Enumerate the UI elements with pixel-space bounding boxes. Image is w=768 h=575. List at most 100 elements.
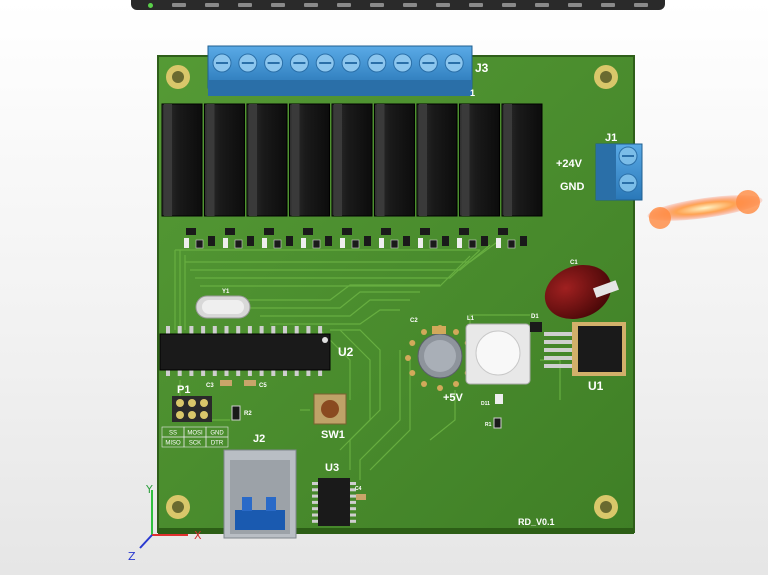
diode [208, 236, 215, 246]
ic-pin [312, 494, 318, 498]
j1-power-terminal[interactable]: J1 [595, 132, 643, 201]
c4-label: C4 [355, 486, 362, 492]
ic-pin [312, 507, 318, 511]
led [223, 238, 228, 248]
ic-pin [283, 326, 287, 334]
ic-pin [224, 326, 229, 334]
ic-pin [212, 370, 217, 376]
j3-pin1-label: 1 [470, 88, 475, 98]
c4-capacitor: C4 [355, 486, 366, 500]
resistor [468, 239, 477, 249]
ic-pin [177, 326, 182, 334]
relay-edge [376, 104, 385, 216]
y1-label: Y1 [222, 289, 230, 295]
diode [403, 236, 410, 246]
via-pad [437, 385, 443, 391]
ic-pin [177, 370, 182, 376]
header-pin [200, 399, 208, 407]
revision-label: RD_V0.1 [518, 517, 555, 527]
led [184, 238, 189, 248]
via-pad [405, 355, 411, 361]
via-pad [421, 329, 427, 336]
ic-pin [247, 326, 252, 334]
ic-pin [312, 500, 318, 504]
p1-pins [176, 399, 208, 419]
spi-cell-label: MOSI [187, 431, 203, 437]
spi-cell [205, 436, 229, 448]
transistor [303, 228, 313, 235]
ic-pin [350, 507, 356, 511]
led [457, 238, 462, 248]
d11-led: D11 [481, 394, 503, 407]
box-tool[interactable] [435, 3, 450, 7]
c3-label: C3 [206, 383, 214, 389]
diode [442, 236, 449, 246]
status-dot[interactable] [148, 2, 154, 8]
gnd-label: GND [560, 181, 585, 193]
ic-pin [166, 326, 170, 334]
d1-label: D1 [531, 314, 539, 320]
display-tool[interactable] [567, 3, 582, 7]
u2-microcontroller: U2 [159, 326, 354, 376]
config-tool[interactable] [534, 3, 549, 7]
u2-label: U2 [338, 345, 354, 359]
ic-pin [318, 370, 323, 376]
led [379, 238, 384, 248]
c5-label: C5 [259, 383, 267, 389]
view-tool[interactable] [172, 3, 187, 7]
pin-tool[interactable] [337, 3, 352, 7]
ic-pin [236, 370, 241, 376]
ic-pin [201, 326, 206, 334]
j2-usb-connector[interactable]: J2 [223, 433, 297, 539]
ic-pin [294, 326, 299, 334]
relay-edge [206, 104, 215, 216]
resistor [273, 239, 282, 249]
l1-inductor: L1 [465, 316, 531, 385]
via-pad [421, 380, 427, 387]
j3-screws [212, 53, 464, 73]
ic-pin [271, 370, 276, 376]
grid-tool[interactable] [238, 3, 253, 7]
axis-triad[interactable]: Y X Z [128, 483, 202, 563]
settings-tool[interactable] [600, 3, 615, 7]
transistor [264, 228, 274, 235]
ic-pin [166, 370, 170, 376]
led [262, 238, 267, 248]
j3-terminal-block[interactable]: J3 1 [207, 45, 489, 98]
measure-tool[interactable] [370, 3, 385, 7]
ic-pin [350, 494, 356, 498]
sw1-pushbutton[interactable]: SW1 [313, 393, 347, 441]
relay-edge [291, 104, 300, 216]
y1-crystal: Y1 [195, 289, 251, 319]
regulator-pin [544, 364, 572, 368]
layout-tool[interactable] [468, 3, 483, 7]
plus5v-label: +5V [443, 392, 464, 404]
select-tool[interactable] [271, 3, 286, 7]
diode [481, 236, 488, 246]
diode [520, 236, 527, 246]
more-tool[interactable] [633, 3, 648, 7]
slice-tool[interactable] [402, 3, 417, 7]
explode-tool[interactable] [501, 3, 516, 7]
orient-tool[interactable] [205, 3, 220, 7]
relay-edge [504, 104, 512, 216]
layers-tool[interactable] [304, 3, 319, 7]
axis-z-label: Z [128, 550, 136, 563]
u2-pins [166, 326, 323, 376]
resistor [312, 239, 321, 249]
header-pin [200, 411, 208, 419]
ic-pin [259, 326, 264, 334]
ic-pin [201, 370, 206, 376]
ic-pin [294, 370, 299, 376]
top-toolbar [131, 0, 665, 10]
ic-pin [259, 370, 264, 376]
regulator-pin [544, 332, 572, 336]
ic-pin [350, 488, 356, 492]
u3-chip: U3 [312, 462, 356, 526]
ic-pin [271, 326, 276, 334]
led [340, 238, 345, 248]
p1-spi-header[interactable]: P1 [172, 384, 212, 422]
r2-resistor: R2 [231, 405, 252, 421]
transistor [225, 228, 235, 235]
